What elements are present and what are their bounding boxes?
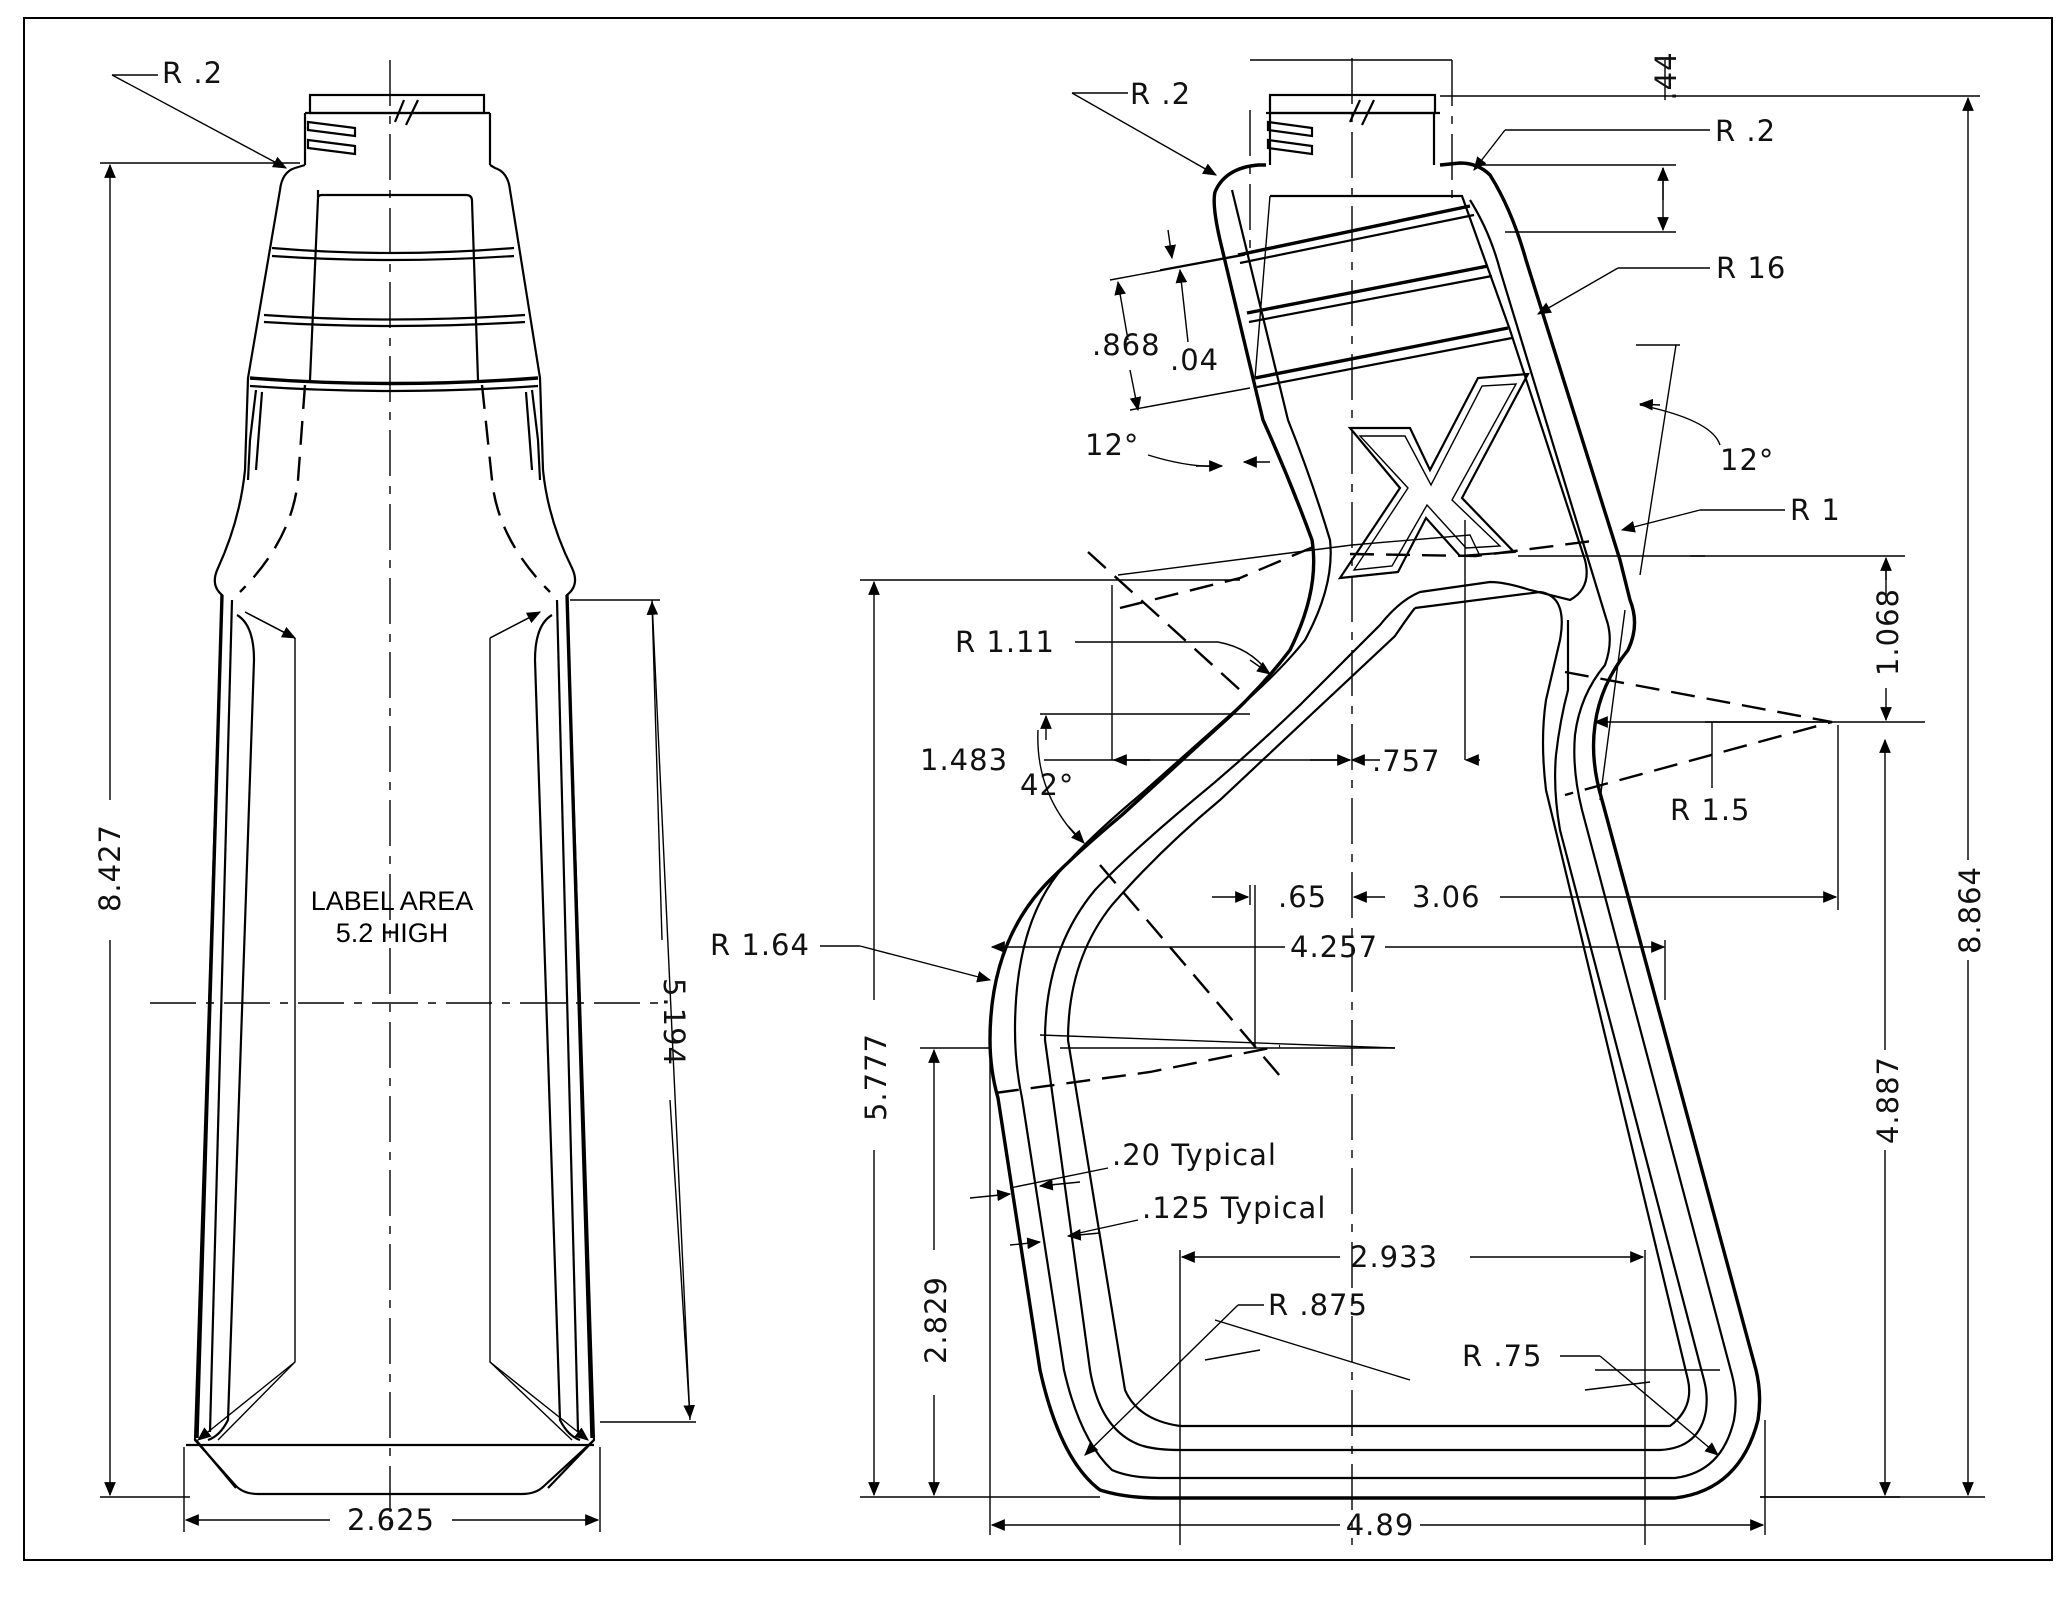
label-area-line-1: LABEL AREA <box>311 886 474 916</box>
svg-text:2.829: 2.829 <box>919 1276 953 1364</box>
front-neck-finish <box>303 93 492 165</box>
front-shoulder-window <box>316 190 480 381</box>
side-wall-thickness-notes: .20 Typical .125 Typical <box>969 1138 1326 1250</box>
sheet-border <box>23 17 2053 1561</box>
svg-text:.44: .44 <box>1649 51 1683 100</box>
side-grip-to-base-dimension: 4.887 <box>1760 738 1905 1498</box>
front-view: LABEL AREA 5.2 HIGH R .2 8.427 5.194 <box>93 56 696 1540</box>
side-base-radius-left: R .875 <box>1268 1288 1368 1322</box>
side-base-radius-right: R .75 <box>1462 1339 1543 1373</box>
side-bottle-outer-profile <box>988 161 1762 1500</box>
front-shoulder-ribs <box>249 246 539 393</box>
svg-text:.868: .868 <box>1092 328 1161 362</box>
svg-text:8.864: 8.864 <box>1953 866 1987 954</box>
side-handle-width-dimension: .757 <box>1350 744 1480 778</box>
svg-text:.04: .04 <box>1170 343 1219 377</box>
front-height-dimension: 8.427 <box>93 162 300 1498</box>
side-neck-radius-left-label: R .2 <box>1130 77 1191 111</box>
side-rib-dimensions: .868 .04 <box>1092 229 1251 412</box>
side-taper-angle-right: 12° <box>1720 443 1774 477</box>
side-handle-to-base-dimension: 5.777 <box>859 579 1240 1498</box>
side-handle-offset-dimension: 1.483 <box>920 713 1352 777</box>
svg-text:.757: .757 <box>1372 744 1441 778</box>
side-body-width-dimension: 4.257 <box>990 930 1666 1000</box>
side-neck-finish <box>1266 93 1440 165</box>
side-body-radius: R 1.64 <box>710 928 810 962</box>
x-logo: X <box>1337 372 1530 580</box>
side-handle-height-dimension: 1.068 <box>1690 555 1925 723</box>
label-area-line-2: 5.2 HIGH <box>336 918 449 948</box>
svg-text:4.257: 4.257 <box>1290 930 1378 964</box>
svg-text:8.427: 8.427 <box>93 824 127 912</box>
front-transition-dashes <box>239 384 551 593</box>
svg-text:.125 Typical: .125 Typical <box>1142 1191 1326 1225</box>
side-finish-offset-dimension: .44 <box>1440 51 1980 101</box>
side-construction-lines <box>994 534 1833 1391</box>
front-label-panel <box>217 638 573 1441</box>
side-handle-top-radius: R 1 <box>1790 493 1841 527</box>
side-view: X R .2 .44 R .2 <box>710 51 1987 1545</box>
svg-text:3.06: 3.06 <box>1412 880 1481 914</box>
side-handle-cavity-outer <box>1043 194 1708 1452</box>
side-lower-height-dimension: 2.829 <box>919 1047 990 1497</box>
side-taper-angle-left: 12° <box>1085 428 1139 462</box>
side-neck-radius-right-label: R .2 <box>1715 114 1776 148</box>
svg-text:5.777: 5.777 <box>859 1033 893 1121</box>
side-shoulder-radius-label: R 16 <box>1716 251 1786 285</box>
svg-text:4.887: 4.887 <box>1871 1056 1905 1144</box>
side-bottom-width-dimension: 2.933 <box>1179 1240 1646 1545</box>
side-bottle-mid-profile <box>1013 189 1737 1480</box>
side-grip-radius: R 1.5 <box>1670 793 1751 827</box>
side-overall-width-dimension: 4.89 <box>989 1060 1766 1542</box>
front-bottle-outline <box>193 163 596 1496</box>
front-body-panels <box>195 594 594 1442</box>
svg-text:.65: .65 <box>1278 880 1327 914</box>
side-handle-angle: 42° <box>1020 768 1074 802</box>
front-base-width-dimension: 2.625 <box>183 1447 601 1537</box>
front-label-height-dimension: 5.194 <box>570 599 696 1423</box>
svg-text:5.194: 5.194 <box>657 978 691 1066</box>
svg-text:4.89: 4.89 <box>1346 1508 1415 1542</box>
front-base <box>186 1439 595 1489</box>
side-grip-offset-dimensions: .65 3.06 <box>1212 725 1839 914</box>
svg-text:.20 Typical: .20 Typical <box>1112 1138 1277 1172</box>
svg-text:1.068: 1.068 <box>1871 588 1905 676</box>
side-overall-height-dimension: 8.864 <box>1760 96 1987 1498</box>
side-handle-cavity-inner <box>1066 590 1691 1428</box>
side-handle-radius: R 1.11 <box>955 625 1055 659</box>
svg-text:2.933: 2.933 <box>1350 1240 1438 1274</box>
front-neck-radius-label: R .2 <box>162 56 223 90</box>
svg-text:1.483: 1.483 <box>920 743 1008 777</box>
side-shoulder-ribs <box>1237 195 1513 389</box>
svg-text:2.625: 2.625 <box>347 1503 435 1537</box>
